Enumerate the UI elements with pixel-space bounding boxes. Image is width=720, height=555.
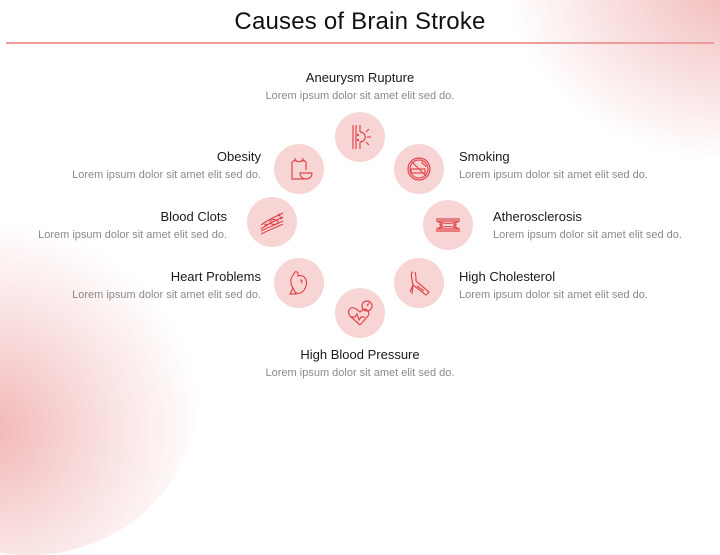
atherosclerosis-icon-circle	[423, 200, 473, 250]
cause-atherosclerosis: Atherosclerosis Lorem ipsum dolor sit am…	[493, 209, 713, 243]
blood-clots-icon-circle	[247, 197, 297, 247]
cause-description: Lorem ipsum dolor sit amet elit sed do.	[38, 229, 227, 241]
heart-organ-icon	[289, 271, 308, 295]
cause-smoking: Smoking Lorem ipsum dolor sit amet elit …	[459, 149, 699, 183]
cholesterol-vessel-icon	[409, 271, 430, 296]
cause-description: Lorem ipsum dolor sit amet elit sed do.	[265, 367, 455, 379]
cause-blood-clots: Blood Clots Lorem ipsum dolor sit amet e…	[0, 209, 227, 243]
cause-title: Blood Clots	[160, 209, 227, 224]
cause-high-blood-pressure: High Blood Pressure Lorem ipsum dolor si…	[230, 347, 490, 381]
obesity-body-icon	[291, 157, 313, 180]
cause-title: Obesity	[216, 149, 261, 164]
slide-title: Causes of Brain Stroke	[234, 8, 486, 35]
cause-heart-problems: Heart Problems Lorem ipsum dolor sit ame…	[20, 269, 261, 303]
high-blood-pressure-icon-circle	[335, 288, 385, 338]
cause-description: Lorem ipsum dolor sit amet elit sed do.	[493, 229, 682, 241]
cause-description: Lorem ipsum dolor sit amet elit sed do.	[459, 169, 648, 181]
no-smoking-icon	[407, 157, 431, 181]
aneurysm-vessel-icon	[352, 125, 371, 149]
heart-problems-icon-circle	[274, 258, 324, 308]
cause-title: Smoking	[459, 149, 510, 164]
cause-high-cholesterol: High Cholesterol Lorem ipsum dolor sit a…	[459, 269, 699, 303]
cause-obesity: Obesity Lorem ipsum dolor sit amet elit …	[20, 149, 261, 183]
artery-plaque-icon	[436, 218, 460, 232]
cause-description: Lorem ipsum dolor sit amet elit sed do.	[72, 289, 261, 301]
cause-title: Heart Problems	[170, 269, 261, 284]
cause-title: High Cholesterol	[459, 269, 556, 284]
cause-title: Aneurysm Rupture	[305, 70, 415, 85]
cause-aneurysm-rupture: Aneurysm Rupture Lorem ipsum dolor sit a…	[230, 70, 490, 104]
obesity-icon-circle	[274, 144, 324, 194]
cause-title: High Blood Pressure	[300, 347, 420, 362]
blood-clot-icon	[260, 212, 284, 235]
aneurysm-icon-circle	[335, 112, 385, 162]
cause-title: Atherosclerosis	[493, 209, 582, 224]
title-divider	[6, 42, 714, 44]
heart-pressure-gauge-icon	[347, 300, 373, 326]
cause-description: Lorem ipsum dolor sit amet elit sed do.	[72, 169, 261, 181]
cause-description: Lorem ipsum dolor sit amet elit sed do.	[265, 90, 455, 102]
cause-description: Lorem ipsum dolor sit amet elit sed do.	[459, 289, 648, 301]
smoking-icon-circle	[394, 144, 444, 194]
high-cholesterol-icon-circle	[394, 258, 444, 308]
